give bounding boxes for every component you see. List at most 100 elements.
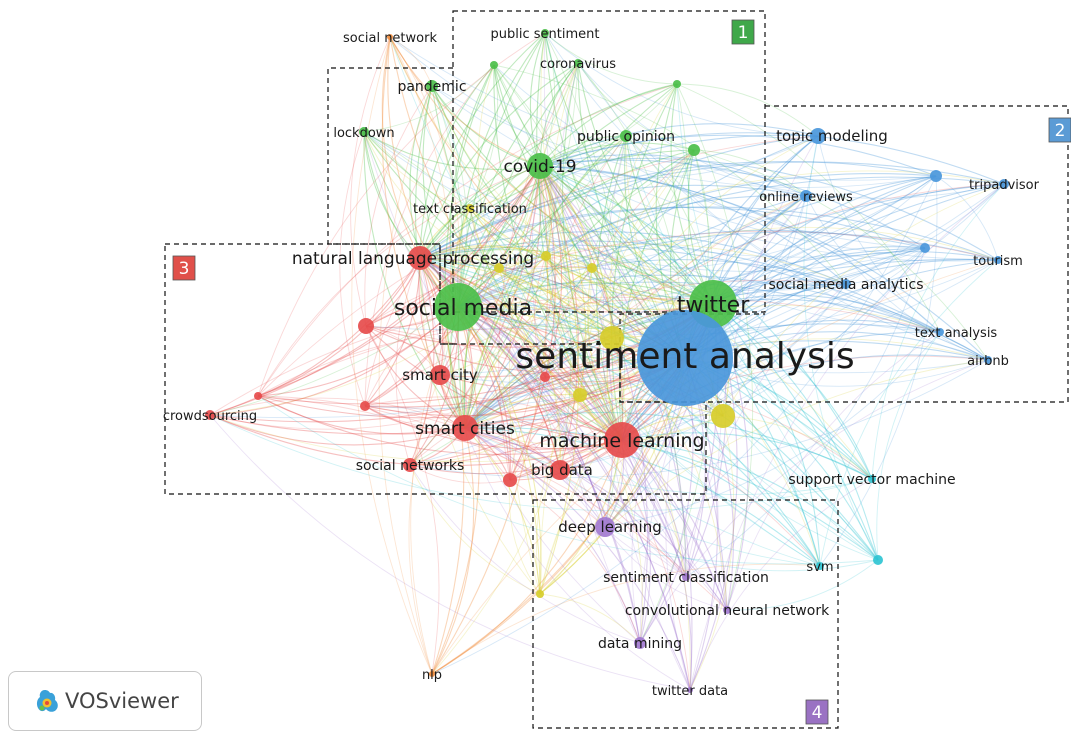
label-online-reviews[interactable]: online reviews [759, 190, 853, 205]
node-sentiment-analysis[interactable] [637, 310, 733, 406]
node-support-vector-machine[interactable] [868, 475, 876, 483]
label-coronavirus[interactable]: coronavirus [540, 57, 616, 72]
node-natural-language-processing[interactable] [408, 246, 432, 270]
label-social-media-analytics[interactable]: social media analytics [769, 277, 924, 293]
label-public-sentiment[interactable]: public sentiment [491, 27, 600, 42]
node-coronavirus[interactable] [574, 59, 582, 67]
network-link [364, 64, 495, 407]
node-online-reviews[interactable] [800, 190, 812, 202]
label-text-analysis[interactable]: text analysis [915, 326, 998, 341]
node-tripadvisor[interactable] [999, 179, 1009, 189]
network-link [363, 131, 623, 441]
label-airbnb[interactable]: airbnb [967, 354, 1009, 369]
label-crowdsourcing[interactable]: crowdsourcing [163, 409, 257, 424]
node-text-classification[interactable] [466, 204, 474, 212]
label-sentiment-analysis[interactable]: sentiment analysis [515, 336, 854, 377]
network-node[interactable] [494, 263, 504, 273]
network-link [389, 36, 593, 269]
cluster-box-4 [532, 499, 839, 729]
label-text-classification[interactable]: text classification [413, 202, 527, 217]
network-node[interactable] [503, 473, 517, 487]
network-link [457, 306, 623, 441]
node-smart-cities[interactable] [452, 415, 478, 441]
network-link [257, 395, 466, 435]
node-twitter-data[interactable] [687, 687, 693, 693]
label-twitter-data[interactable]: twitter data [652, 684, 728, 699]
network-link [419, 83, 678, 259]
label-social-media[interactable]: social media [394, 296, 532, 321]
label-social-networks[interactable]: social networks [356, 458, 465, 474]
label-sentiment-classification[interactable]: sentiment classification [603, 570, 769, 586]
network-node[interactable] [688, 144, 700, 156]
network-node[interactable] [490, 61, 498, 69]
network-link [639, 149, 716, 644]
network-node[interactable] [360, 401, 370, 411]
node-airbnb[interactable] [984, 356, 992, 364]
network-node[interactable] [358, 318, 374, 334]
node-topic-modeling[interactable] [810, 128, 826, 144]
network-node[interactable] [536, 590, 544, 598]
node-social-network[interactable] [387, 34, 393, 40]
label-pandemic[interactable]: pandemic [397, 79, 466, 95]
node-deep-learning[interactable] [595, 517, 615, 537]
label-tourism[interactable]: tourism [973, 254, 1023, 269]
label-twitter[interactable]: twitter [677, 293, 751, 318]
node-machine-learning[interactable] [604, 422, 640, 458]
network-node[interactable] [254, 392, 262, 400]
label-nlp[interactable]: nlp [422, 668, 442, 683]
node-svm[interactable] [816, 562, 824, 570]
label-natural-language-processing[interactable]: natural language processing [292, 249, 534, 269]
node-nlp[interactable] [429, 671, 435, 677]
node-big-data[interactable] [550, 460, 570, 480]
node-social-networks[interactable] [403, 458, 417, 472]
label-covid-19[interactable]: covid-19 [503, 157, 576, 177]
network-link [431, 306, 480, 675]
label-support-vector-machine[interactable]: support vector machine [788, 472, 955, 488]
node-covid-19[interactable] [527, 153, 553, 179]
network-labels: sentiment analysis twitter social media mac… [163, 27, 1040, 699]
label-machine-learning[interactable]: machine learning [539, 430, 704, 452]
label-tripadvisor[interactable]: tripadvisor [969, 178, 1040, 193]
node-data-mining[interactable] [634, 637, 646, 649]
label-svm[interactable]: svm [806, 560, 833, 575]
label-deep-learning[interactable]: deep learning [558, 518, 661, 536]
node-tourism[interactable] [994, 256, 1002, 264]
node-text-analysis[interactable] [936, 328, 944, 336]
network-node[interactable] [540, 372, 550, 382]
label-smart-city[interactable]: smart city [402, 366, 478, 384]
node-pandemic[interactable] [426, 80, 438, 92]
network-node[interactable] [587, 263, 597, 273]
node-convolutional-neural-network[interactable] [723, 606, 731, 614]
network-node[interactable] [573, 388, 587, 402]
node-sentiment-classification[interactable] [682, 573, 690, 581]
network-link [539, 165, 989, 361]
node-public-sentiment[interactable] [541, 29, 549, 37]
network-node[interactable] [673, 80, 681, 88]
network-node[interactable] [600, 326, 624, 350]
network-link [539, 439, 623, 595]
network-link [419, 257, 561, 471]
label-public-opinion[interactable]: public opinion [577, 129, 675, 145]
node-crowdsourcing[interactable] [205, 410, 215, 420]
network-link [464, 283, 847, 429]
label-big-data[interactable]: big data [531, 461, 593, 479]
network-link [419, 32, 546, 259]
node-public-opinion[interactable] [620, 130, 632, 142]
label-topic-modeling[interactable]: topic modeling [776, 127, 888, 145]
node-social-media-analytics[interactable] [841, 279, 851, 289]
node-social-media[interactable] [434, 283, 482, 331]
network-node[interactable] [873, 555, 883, 565]
label-data-mining[interactable]: data mining [598, 636, 682, 652]
label-social-network[interactable]: social network [343, 31, 437, 46]
network-node[interactable] [711, 404, 735, 428]
label-lockdown[interactable]: lockdown [333, 126, 394, 141]
label-convolutional-neural-network[interactable]: convolutional neural network [625, 603, 830, 619]
node-smart-city[interactable] [430, 365, 450, 385]
label-smart-cities[interactable]: smart cities [415, 419, 515, 439]
network-node[interactable] [541, 251, 551, 261]
network-node[interactable] [920, 243, 930, 253]
network-node[interactable] [930, 170, 942, 182]
network-link [611, 337, 728, 611]
node-lockdown[interactable] [359, 127, 369, 137]
